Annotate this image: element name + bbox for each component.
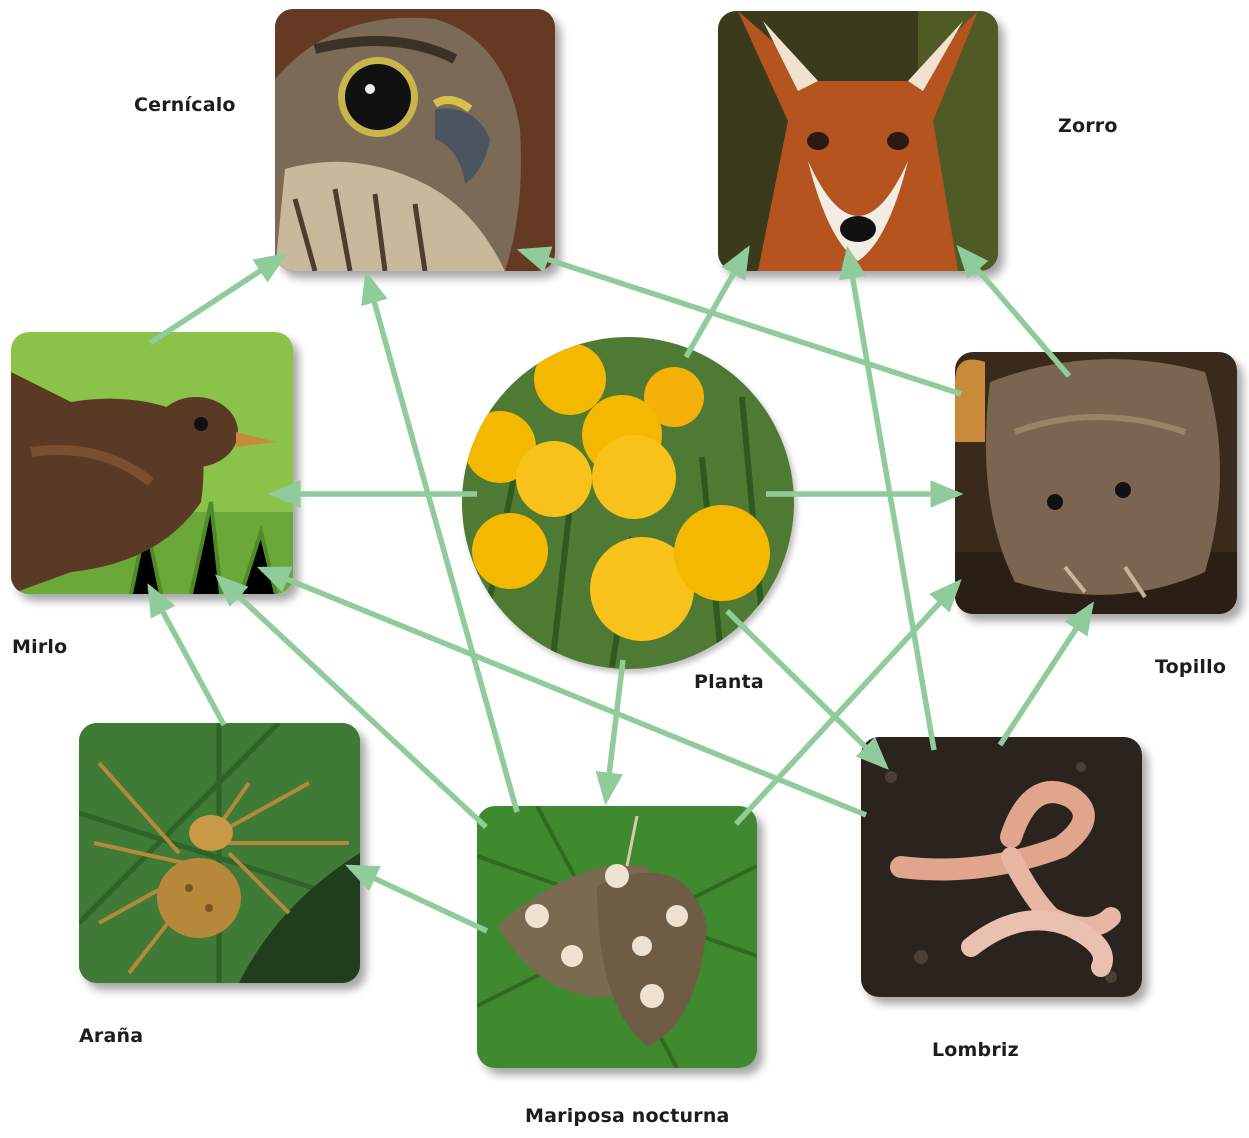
arrow-lombriz-to-topillo xyxy=(1000,606,1091,745)
arrow-lombriz-to-zorro xyxy=(848,251,934,750)
label-planta: Planta xyxy=(694,671,764,693)
kestrel-photo xyxy=(275,9,555,271)
label-arana: Araña xyxy=(79,1025,143,1047)
label-lombriz: Lombriz xyxy=(932,1039,1019,1061)
label-mirlo: Mirlo xyxy=(12,636,67,658)
label-zorro: Zorro xyxy=(1058,115,1118,137)
arrow-planta-to-mariposa xyxy=(606,660,623,800)
arrow-arana-to-mirlo xyxy=(150,588,224,725)
label-topillo: Topillo xyxy=(1155,656,1226,678)
arrow-mariposa-to-arana xyxy=(350,867,487,931)
vole-photo xyxy=(955,352,1237,614)
fox-photo xyxy=(718,11,998,271)
blackbird-photo xyxy=(11,332,293,594)
label-cernicalo: Cernícalo xyxy=(134,94,236,116)
moth-photo xyxy=(477,806,757,1068)
earthworm-photo xyxy=(861,737,1142,997)
label-mariposa: Mariposa nocturna xyxy=(525,1105,730,1127)
arrow-mirlo-to-cernicalo xyxy=(150,256,283,343)
dandelion-photo xyxy=(462,337,794,669)
spider-photo xyxy=(79,723,360,983)
